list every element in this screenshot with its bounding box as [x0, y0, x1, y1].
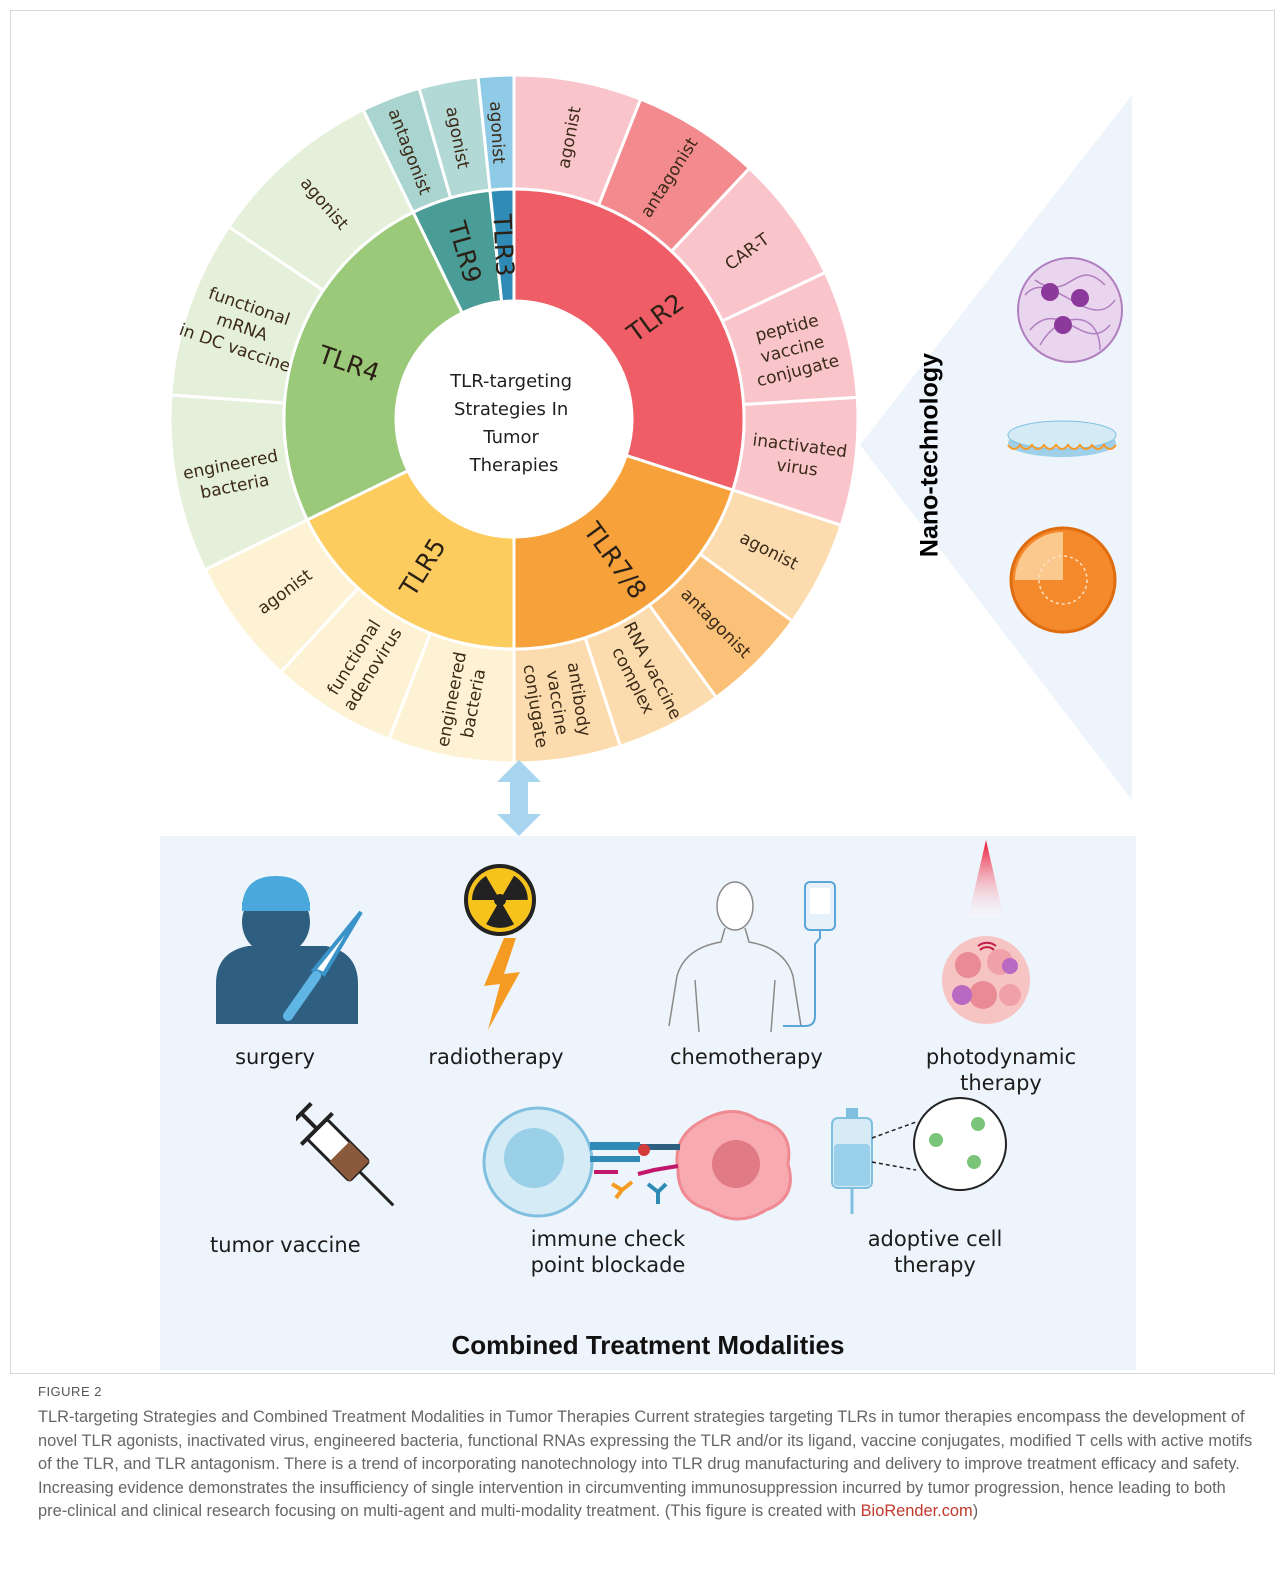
- checkpoint-blockade-icon: [482, 1106, 792, 1221]
- chemotherapy-patient-icon: [668, 881, 836, 1032]
- double-arrow-icon: [497, 760, 541, 836]
- photodynamic-label-line: photodynamic: [925, 1045, 1077, 1069]
- liposome-icon: [1009, 526, 1117, 634]
- strategy-label: agonist: [485, 101, 508, 165]
- caption-tail: ): [972, 1502, 979, 1521]
- nanodisc-icon: [1007, 420, 1117, 457]
- surgery-label: surgery: [235, 1045, 315, 1069]
- wheel-center: TLR-targeting Strategies In Tumor Therap…: [396, 301, 632, 537]
- center-title-line: Therapies: [469, 455, 559, 476]
- center-title: TLR-targeting Strategies In Tumor Therap…: [449, 371, 578, 476]
- syringe-icon: [296, 1102, 395, 1207]
- caption-body: TLR-targeting Strategies and Combined Tr…: [38, 1408, 1253, 1521]
- center-title-line: Strategies In: [454, 399, 568, 420]
- adoptive-cell-therapy-icon: [831, 1097, 1007, 1214]
- tumor-vaccine-label: tumor vaccine: [210, 1233, 361, 1257]
- checkpoint-label-line: point blockade: [530, 1253, 686, 1277]
- receptor-segment-tlr2: [512, 187, 746, 492]
- adoptive-cell-therapy-label: adoptive cell therapy: [860, 1226, 1010, 1278]
- adoptive-label-line: adoptive cell: [867, 1227, 1003, 1251]
- polymer-nanoparticle-icon: [1017, 257, 1123, 363]
- receptor-segment-tlr5: [305, 468, 516, 651]
- caption-text: TLR-targeting Strategies and Combined Tr…: [38, 1406, 1253, 1524]
- biorender-link[interactable]: BioRender.com: [860, 1502, 973, 1521]
- center-title-line: Tumor: [482, 427, 539, 448]
- center-title-line: TLR-targeting: [449, 371, 572, 392]
- photodynamic-icon: [942, 840, 1030, 1024]
- photodynamic-label: photodynamic therapy: [918, 1044, 1084, 1096]
- figure-frame: [10, 10, 1275, 1374]
- photodynamic-label-line: therapy: [960, 1071, 1042, 1095]
- modalities-title: Combined Treatment Modalities: [451, 1330, 845, 1360]
- receptor-label-tlr3-line: TLR3: [487, 212, 519, 277]
- strategy-label-line: agonist: [485, 101, 508, 165]
- nanotechnology-panel: [860, 95, 1132, 800]
- chemotherapy-label: chemotherapy: [670, 1045, 823, 1069]
- strategy-label: antibodyvaccineconjugate: [518, 656, 594, 749]
- surgeon-icon: [216, 876, 363, 1024]
- checkpoint-blockade-label: immune check point blockade: [520, 1226, 696, 1278]
- figure-number: FIGURE 2: [38, 1384, 102, 1399]
- figure-caption: FIGURE 2 TLR-targeting Strategies and Co…: [38, 1384, 1253, 1524]
- combined-modalities-panel: surgery radiotherapy chemotherapy: [160, 836, 1136, 1370]
- receptor-label-tlr3: TLR3: [487, 212, 519, 277]
- radiation-icon: [464, 864, 536, 1030]
- adoptive-label-line: therapy: [894, 1253, 976, 1277]
- radiotherapy-label: radiotherapy: [428, 1045, 564, 1069]
- checkpoint-label-line: immune check: [530, 1227, 686, 1251]
